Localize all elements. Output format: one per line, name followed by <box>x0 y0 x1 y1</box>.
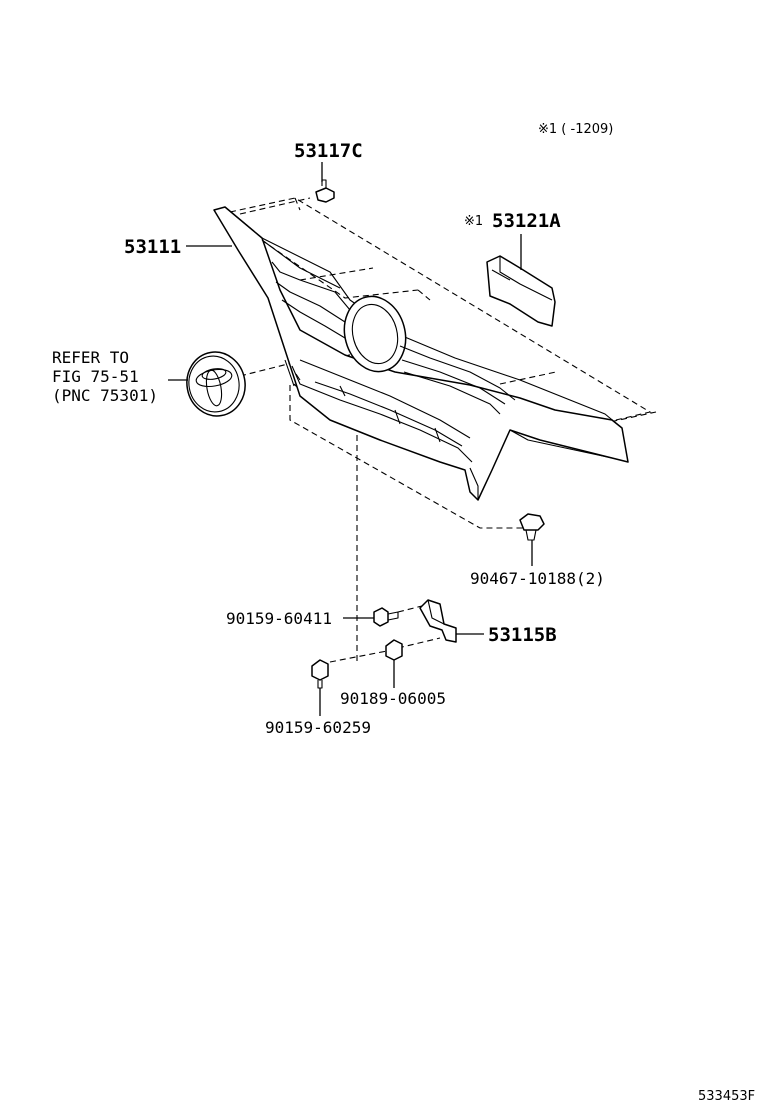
radiator-grille <box>213 206 629 501</box>
bolt-90159-60259 <box>311 659 329 716</box>
clip-53117c <box>315 162 335 203</box>
footer-code: 533453F <box>698 1089 755 1104</box>
label-refer-line-1: REFER TO <box>52 348 129 367</box>
label-refer-line-2: FIG 75-51 <box>52 367 139 386</box>
bracket-53115b <box>419 599 484 643</box>
label-90159-60259: 90159-60259 <box>265 718 371 737</box>
label-90467: 90467-10188(2) <box>470 569 605 588</box>
label-53115b: 53115B <box>488 624 557 646</box>
label-90189: 90189-06005 <box>340 689 446 708</box>
label-refer-line-3: (PNC 75301) <box>52 386 158 405</box>
label-90159-60411: 90159-60411 <box>226 609 332 628</box>
label-53111: 53111 <box>124 236 181 258</box>
toyota-emblem <box>186 351 246 417</box>
nut-90189-06005 <box>385 639 403 688</box>
grille-insert-53121a <box>486 234 556 327</box>
clip-90467 <box>519 513 545 566</box>
label-53121a-prefix: ※1 <box>464 214 483 229</box>
bolt-90159-60411 <box>343 607 399 627</box>
label-53117c: 53117C <box>294 140 363 162</box>
label-53121a: 53121A <box>492 210 561 232</box>
applicability-note: ※1 ( -1209) <box>538 122 613 137</box>
